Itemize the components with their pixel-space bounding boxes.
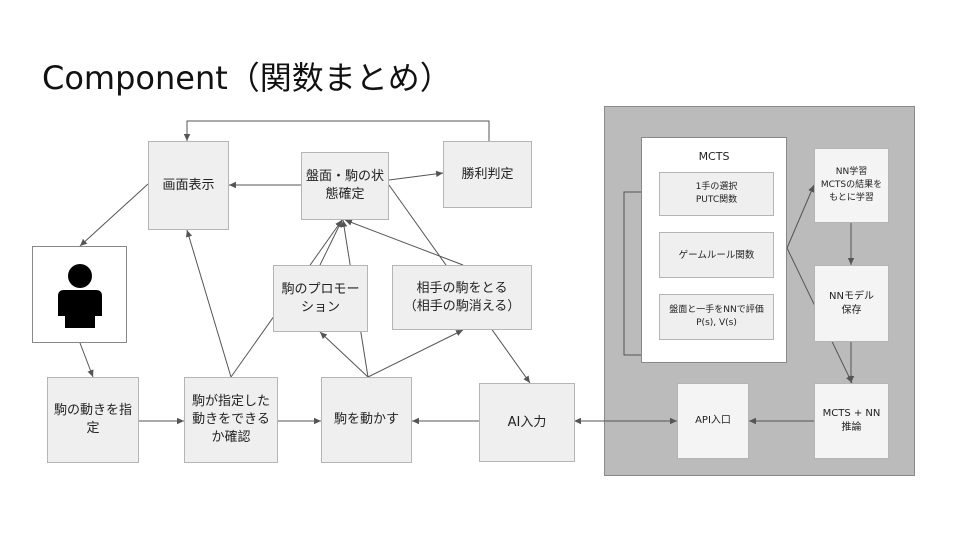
arrow-mcts-to-learning — [786, 184, 815, 249]
arrow-screen-to-user — [79, 183, 149, 247]
board-state-node: 盤面・駒の状 態確定 — [301, 152, 389, 220]
arrow-promotion-to-board — [319, 219, 343, 266]
nn-learning-node: NN学習 MCTSの結果を もとに学習 — [814, 148, 889, 223]
move-piece-node: 駒を動かす — [321, 377, 412, 463]
arrow-win-to-screen — [183, 120, 490, 141]
win-judge-node: 勝利判定 — [443, 141, 532, 208]
arrow-move-to-promotion — [319, 331, 369, 378]
arrow-check-to-screen — [185, 229, 232, 378]
person-icon — [57, 263, 102, 328]
screen-display-node: 画面表示 — [148, 141, 229, 230]
diagram-title: Component（関数まとめ） — [42, 59, 452, 97]
select-move-node: 1手の選択 PUTC関数 — [659, 172, 774, 216]
arrow-board-to-win — [388, 170, 444, 181]
nn-eval-node: 盤面と一手をNNで評価 P(s), V(s) — [659, 294, 774, 340]
capture-node: 相手の駒をとる （相手の駒消える） — [392, 265, 532, 330]
mcts-nn-node: MCTS + NN 推論 — [814, 383, 889, 459]
move-check-node: 駒が指定した 動きをできる か確認 — [184, 377, 278, 463]
arrow-user-to-specify — [79, 342, 94, 378]
game-rules-node: ゲームルール関数 — [659, 232, 774, 278]
user-node — [32, 246, 127, 343]
arrow-move-to-capture — [367, 329, 464, 378]
nn-model-node: NNモデル 保存 — [814, 265, 889, 342]
api-entry-node: API入口 — [677, 383, 749, 459]
promotion-node: 駒のプロモー ション — [273, 265, 368, 332]
arrow-capture-to-board — [344, 219, 464, 266]
piece-move-specify-node: 駒の動きを指 定 — [47, 377, 139, 463]
ai-input-node: AI入力 — [479, 383, 575, 462]
